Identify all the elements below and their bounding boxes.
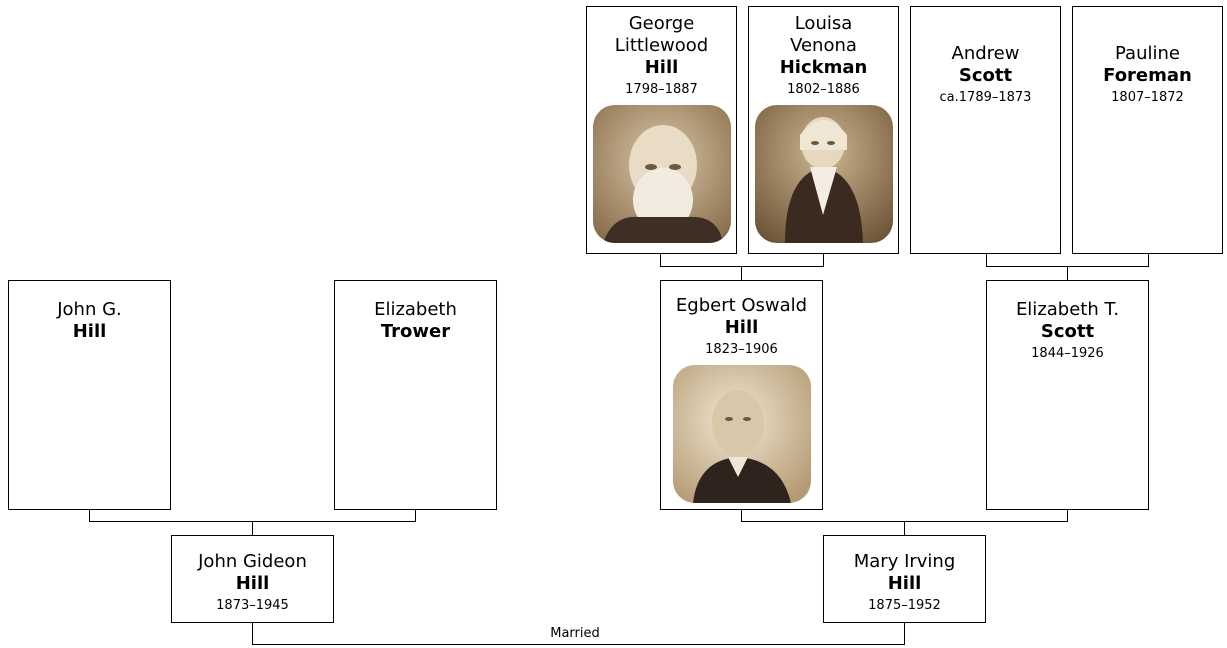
person-card-john-gideon-hill[interactable]: John Gideon Hill 1873–1945 <box>171 535 334 623</box>
connector-line <box>415 510 416 521</box>
surname: Scott <box>1040 321 1095 342</box>
surname: Foreman <box>1103 65 1192 86</box>
person-card-elizabeth-trower[interactable]: Elizabeth Trower <box>334 280 497 510</box>
person-card-mary-irving-hill[interactable]: Mary Irving Hill 1875–1952 <box>823 535 986 623</box>
given-name: John Gideon <box>198 551 307 572</box>
life-years: 1844–1926 <box>1031 346 1104 361</box>
surname: Trower <box>380 321 451 342</box>
life-years: 1807–1872 <box>1111 90 1184 105</box>
connector-line <box>1148 254 1149 266</box>
surname: Hill <box>644 57 679 78</box>
portrait-photo <box>672 365 811 503</box>
life-years: 1823–1906 <box>705 342 778 357</box>
person-card-george-hill[interactable]: George Littlewood Hill 1798–1887 <box>586 6 737 254</box>
given-name: George Littlewood <box>614 13 709 56</box>
given-name: Elizabeth T. <box>1015 299 1120 320</box>
connector-line <box>89 510 90 521</box>
married-label: Married <box>520 626 630 642</box>
surname: Hill <box>887 573 922 594</box>
surname: Hill <box>235 573 270 594</box>
connector-line <box>252 521 253 535</box>
connector-line <box>660 254 661 266</box>
given-name: Elizabeth <box>374 299 457 320</box>
given-name: Egbert Oswald <box>675 295 808 316</box>
surname: Scott <box>958 65 1013 86</box>
life-years: 1875–1952 <box>868 598 941 613</box>
person-card-andrew-scott[interactable]: Andrew Scott ca.1789–1873 <box>910 6 1061 254</box>
surname: Hill <box>72 321 107 342</box>
connector-line <box>1067 510 1068 521</box>
connector-line <box>660 266 824 267</box>
life-years: 1802–1886 <box>787 82 860 97</box>
connector-line <box>823 254 824 266</box>
life-years: ca.1789–1873 <box>939 90 1032 105</box>
given-name: Pauline <box>1115 43 1180 64</box>
connector-line <box>904 521 905 535</box>
surname: Hill <box>724 317 759 338</box>
given-name: John G. <box>57 299 122 320</box>
person-card-elizabeth-scott[interactable]: Elizabeth T. Scott 1844–1926 <box>986 280 1149 510</box>
life-years: 1798–1887 <box>625 82 698 97</box>
given-name: Louisa Venona <box>790 13 857 56</box>
given-name: Mary Irving <box>853 551 956 572</box>
marriage-line <box>252 644 905 645</box>
given-name: Andrew <box>951 43 1020 64</box>
connector-line <box>741 266 742 280</box>
connector-line <box>1067 266 1068 280</box>
surname: Hickman <box>779 57 868 78</box>
connector-line <box>986 254 987 266</box>
person-card-egbert-hill[interactable]: Egbert Oswald Hill 1823–1906 <box>660 280 823 510</box>
person-card-john-g-hill[interactable]: John G. Hill <box>8 280 171 510</box>
person-card-pauline-foreman[interactable]: Pauline Foreman 1807–1872 <box>1072 6 1223 254</box>
marriage-line <box>252 623 253 644</box>
person-card-louisa-hickman[interactable]: Louisa Venona Hickman 1802–1886 <box>748 6 899 254</box>
marriage-line <box>904 623 905 644</box>
portrait-photo <box>754 105 893 243</box>
connector-line <box>741 510 742 521</box>
life-years: 1873–1945 <box>216 598 289 613</box>
portrait-photo <box>592 105 731 243</box>
